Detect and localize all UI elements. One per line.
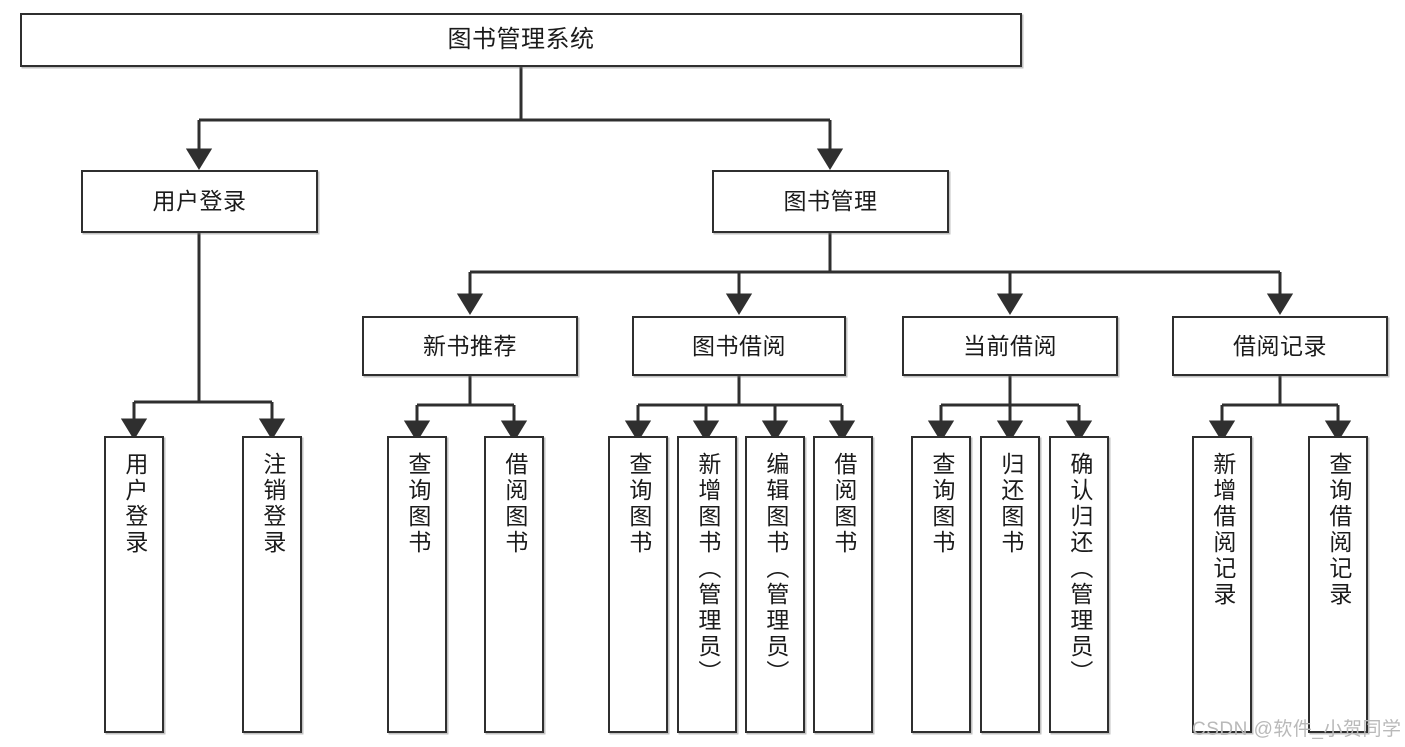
node-new-book-recommend[interactable]: 新书推荐 [362, 316, 578, 376]
node-current-borrow[interactable]: 当前借阅 [902, 316, 1118, 376]
node-label: 当前借阅 [963, 332, 1057, 359]
leaf-recommend-borrow-book[interactable]: 借阅图书 [484, 436, 544, 733]
node-label: 用户登录 [152, 188, 247, 215]
node-label: 借阅记录 [1233, 332, 1327, 359]
leaf-current-return-book[interactable]: 归还图书 [980, 436, 1040, 733]
node-book-borrow[interactable]: 图书借阅 [632, 316, 846, 376]
node-book-management[interactable]: 图书管理 [712, 170, 949, 233]
node-label: 新增图书（管理员） [694, 452, 721, 686]
node-label: 图书借阅 [692, 332, 786, 359]
leaf-user-login-logout[interactable]: 注销登录 [242, 436, 302, 733]
node-label: 查询借阅记录 [1325, 452, 1352, 608]
node-label: 图书管理系统 [447, 26, 595, 54]
node-label: 确认归还（管理员） [1066, 452, 1093, 686]
leaf-recommend-query-book[interactable]: 查询图书 [387, 436, 447, 733]
leaf-record-query-record[interactable]: 查询借阅记录 [1308, 436, 1368, 733]
leaf-borrow-add-book-admin[interactable]: 新增图书（管理员） [677, 436, 737, 733]
node-label: 注销登录 [259, 452, 286, 556]
leaf-current-confirm-return-admin[interactable]: 确认归还（管理员） [1049, 436, 1109, 733]
node-label: 借阅图书 [830, 452, 857, 556]
node-label: 查询图书 [928, 452, 955, 556]
node-label: 用户登录 [121, 452, 148, 556]
node-user-login[interactable]: 用户登录 [81, 170, 318, 233]
node-borrow-record[interactable]: 借阅记录 [1172, 316, 1388, 376]
node-label: 编辑图书（管理员） [762, 452, 789, 686]
leaf-borrow-edit-book-admin[interactable]: 编辑图书（管理员） [745, 436, 805, 733]
leaf-borrow-query-book[interactable]: 查询图书 [608, 436, 668, 733]
node-label: 新书推荐 [423, 332, 517, 359]
node-label: 查询图书 [404, 452, 431, 556]
leaf-user-login-login[interactable]: 用户登录 [104, 436, 164, 733]
node-label: 新增借阅记录 [1209, 452, 1236, 608]
leaf-borrow-borrow-book[interactable]: 借阅图书 [813, 436, 873, 733]
node-label: 归还图书 [997, 452, 1024, 556]
watermark-text: CSDN @软件_小贺同学 [1192, 719, 1402, 740]
node-label: 借阅图书 [501, 452, 528, 556]
leaf-record-add-record[interactable]: 新增借阅记录 [1192, 436, 1252, 733]
node-label: 图书管理 [783, 188, 878, 215]
node-label: 查询图书 [625, 452, 652, 556]
node-root-system[interactable]: 图书管理系统 [20, 13, 1022, 67]
leaf-current-query-book[interactable]: 查询图书 [911, 436, 971, 733]
